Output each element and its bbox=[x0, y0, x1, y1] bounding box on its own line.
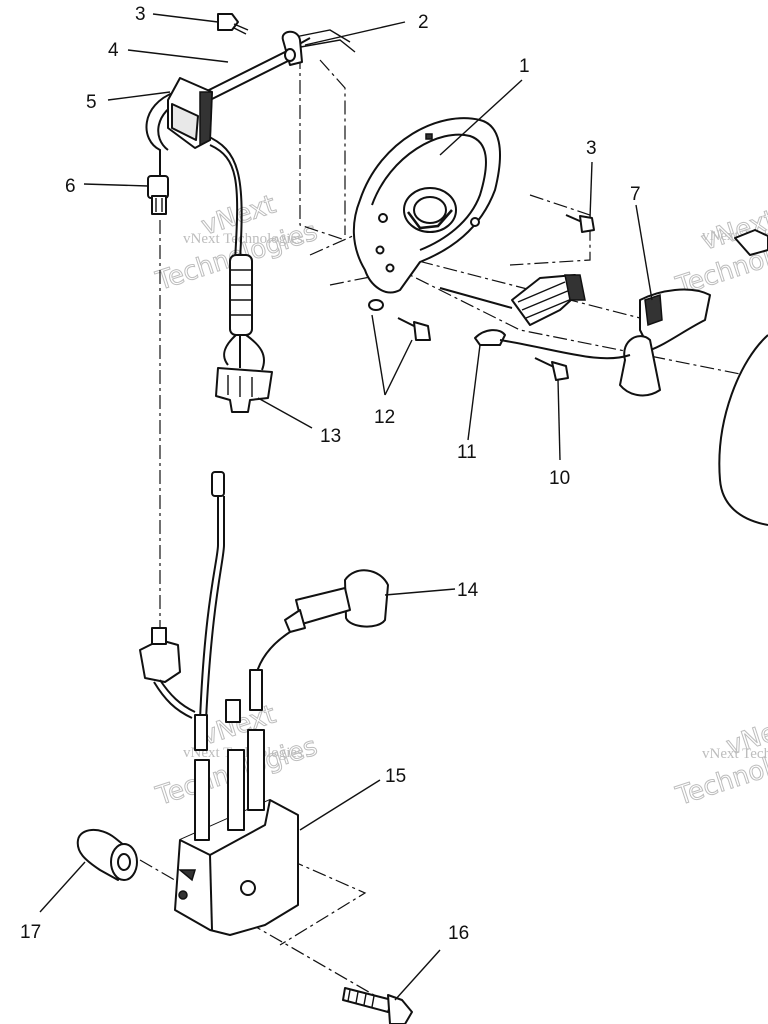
engine-housing bbox=[718, 334, 768, 526]
part-3-screw-top bbox=[217, 13, 249, 35]
leader-lines bbox=[39, 13, 653, 1001]
lower-wiring bbox=[199, 471, 225, 721]
callout-15: 15 bbox=[385, 766, 406, 787]
part-17-bushing bbox=[76, 829, 138, 881]
callouts: 3 2 4 5 6 1 3 7 10 11 12 13 14 15 16 17 bbox=[20, 4, 641, 944]
callout-12: 12 bbox=[374, 407, 395, 428]
part-11-coil bbox=[439, 274, 586, 346]
part-3-screw-right bbox=[565, 214, 595, 233]
callout-16: 16 bbox=[448, 923, 469, 944]
callout-7: 7 bbox=[630, 184, 641, 205]
callout-1: 1 bbox=[519, 56, 530, 77]
callout-14: 14 bbox=[457, 580, 479, 601]
callout-3-right: 3 bbox=[586, 138, 597, 159]
part-13-plug bbox=[215, 367, 273, 413]
part-7-lighting-coil bbox=[499, 288, 711, 397]
part-5-regulator bbox=[167, 77, 213, 149]
part-6-connector bbox=[147, 175, 169, 215]
part-1-stator-plate bbox=[352, 117, 501, 294]
callout-11: 11 bbox=[457, 442, 477, 463]
callout-3-top: 3 bbox=[135, 4, 146, 25]
part-14-spark-plug-cap bbox=[255, 569, 389, 676]
callout-5: 5 bbox=[86, 92, 97, 113]
callout-10: 10 bbox=[549, 468, 570, 489]
part-3-screw-far-right bbox=[734, 229, 768, 256]
harness-bundle bbox=[223, 254, 265, 371]
part-10-screw bbox=[534, 357, 569, 381]
lower-connector bbox=[139, 627, 196, 719]
callout-4: 4 bbox=[108, 40, 119, 61]
part-12-screw-washer bbox=[368, 299, 431, 341]
part-2-clamp bbox=[281, 30, 303, 66]
watermark-right-bottom: vNext Technologies vNext Technologies bbox=[671, 709, 768, 812]
watermark-small-rb: vNext Technologies bbox=[702, 746, 768, 762]
part-15-ignition-coil bbox=[174, 669, 299, 936]
callout-6: 6 bbox=[65, 176, 76, 197]
callout-17: 17 bbox=[20, 922, 41, 943]
callout-13: 13 bbox=[320, 426, 341, 447]
part-16-bolt bbox=[342, 987, 413, 1024]
callout-2: 2 bbox=[418, 12, 429, 33]
watermark-small: vNext Technologies bbox=[183, 231, 303, 247]
